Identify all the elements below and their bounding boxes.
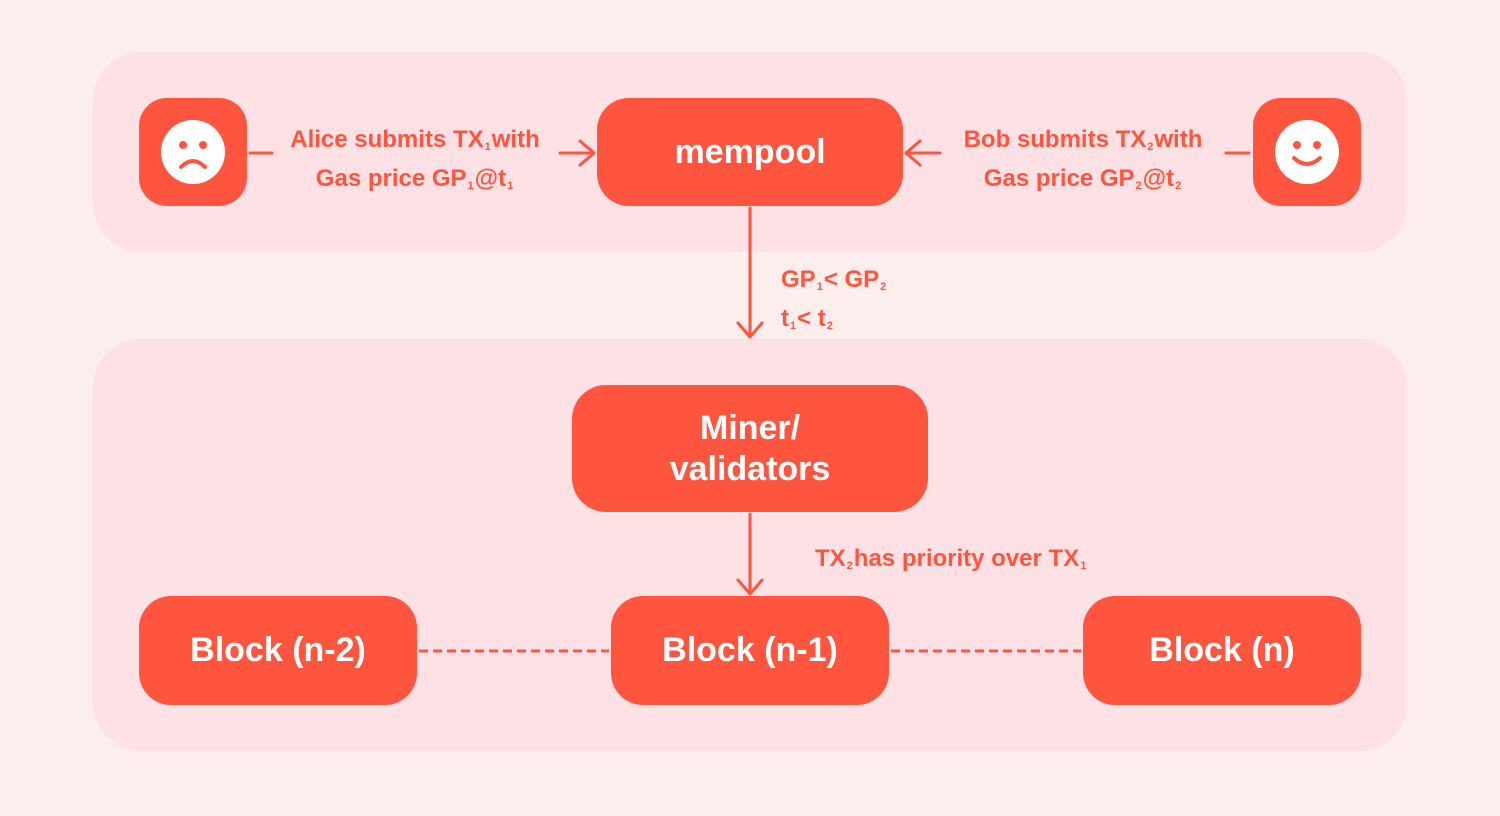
block-n-minus-2: Block (n-2) xyxy=(139,596,417,705)
block-n-minus-2-label: Block (n-2) xyxy=(190,631,366,669)
condition-label: GP1< GP2 t1< t2 xyxy=(781,264,887,342)
miner-label-line1: Miner/ xyxy=(699,408,801,447)
bob-tx-subscript: 2 xyxy=(1147,141,1154,153)
cond-t2-subscript: 2 xyxy=(826,320,833,332)
bob-avatar xyxy=(1253,98,1361,206)
block-n: Block (n) xyxy=(1083,596,1361,705)
priority-tx-text: TX xyxy=(815,545,846,572)
bob-t-subscript: 2 xyxy=(1175,180,1182,192)
alice-tx-subscript: 1 xyxy=(484,141,491,153)
priority-tx1-subscript: 1 xyxy=(1080,560,1087,572)
bob-arrowhead xyxy=(904,139,922,167)
miner-down-arrowhead xyxy=(736,578,764,596)
priority-label: TX2has priority over TX1 xyxy=(815,543,1087,582)
mempool-label: mempool xyxy=(674,132,826,171)
cond-t-compare: < t xyxy=(797,305,826,332)
alice-gas-text: Gas price GP xyxy=(315,165,467,192)
bob-gp-subscript: 2 xyxy=(1135,180,1142,192)
bob-submission-label: Bob submits TX2with Gas price GP2@t2 xyxy=(952,124,1214,202)
bob-label-text: Bob submits TX xyxy=(963,126,1147,153)
alice-label-text: Alice submits TX xyxy=(290,126,484,153)
bob-time-text: @t xyxy=(1142,165,1175,192)
sad-face-icon xyxy=(161,120,225,184)
priority-tx2-subscript: 2 xyxy=(846,560,853,572)
miner-validators-node: Miner/ validators xyxy=(572,385,928,512)
cond-t-text: t xyxy=(781,305,789,332)
cond-t1-subscript: 1 xyxy=(790,320,797,332)
cond-gp-compare: < GP xyxy=(823,266,880,293)
miner-label-line2: validators xyxy=(669,449,831,488)
cond-gp2-subscript: 2 xyxy=(880,281,887,293)
alice-gp-subscript: 1 xyxy=(467,180,474,192)
alice-avatar xyxy=(139,98,247,206)
alice-arrowhead xyxy=(578,139,596,167)
block-n-minus-1-label: Block (n-1) xyxy=(662,631,838,669)
alice-label-with: with xyxy=(491,126,540,153)
block-n-label: Block (n) xyxy=(1149,631,1295,669)
priority-text: has priority over TX xyxy=(853,545,1080,572)
bob-gas-text: Gas price GP xyxy=(983,165,1135,192)
mempool-down-arrowhead xyxy=(736,321,764,339)
bob-label-with: with xyxy=(1154,126,1203,153)
cond-gp1-subscript: 1 xyxy=(816,281,823,293)
alice-time-text: @t xyxy=(474,165,507,192)
cond-gp-text: GP xyxy=(781,266,816,293)
mempool-node: mempool xyxy=(597,98,903,206)
alice-submission-label: Alice submits TX1with Gas price GP1@t1 xyxy=(279,124,551,202)
block-n-minus-1: Block (n-1) xyxy=(611,596,889,705)
smile-face-icon xyxy=(1275,120,1339,184)
alice-t-subscript: 1 xyxy=(507,180,514,192)
